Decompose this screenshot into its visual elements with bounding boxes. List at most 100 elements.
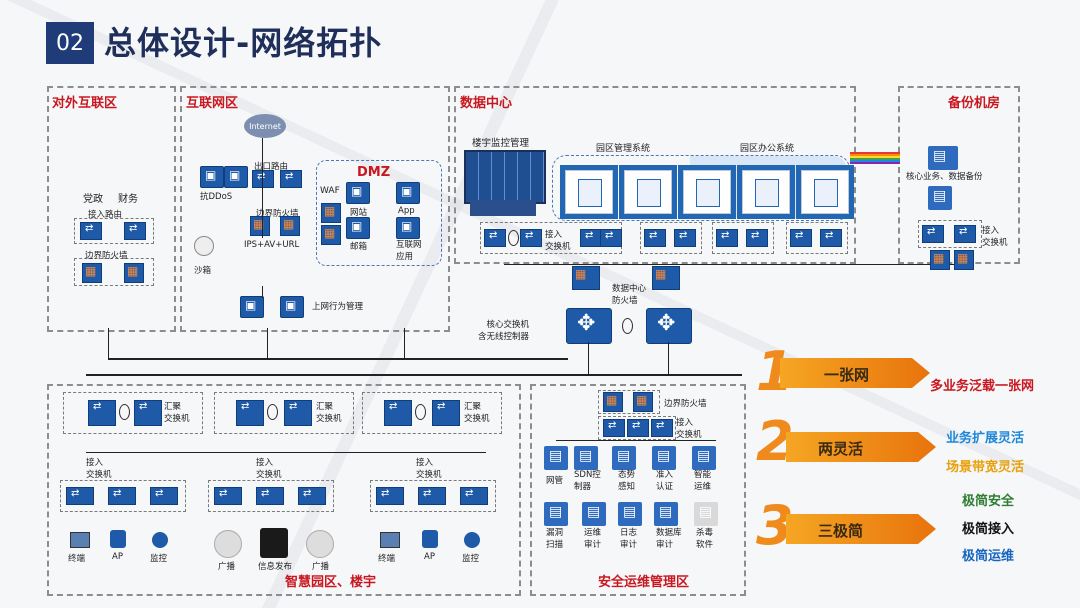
switch-icon (954, 225, 976, 243)
egress-router-label: 出口路由 (254, 162, 289, 172)
db-audit-icon (654, 502, 678, 526)
agg-group-2 (214, 392, 354, 434)
website-label: 网站 (350, 208, 368, 218)
agg-switch-icon (134, 400, 162, 426)
promo-banner-1: 1 一张网 (756, 340, 930, 403)
switch-icon (376, 487, 404, 505)
access-switch-label: 接入 交换机 (256, 458, 282, 480)
tool-label: SDN控 制器 (574, 470, 601, 492)
promo-1-label: 一张网 (824, 366, 870, 384)
firewall-icon (603, 392, 623, 412)
connector (588, 342, 589, 374)
speaker-icon (306, 530, 334, 558)
app-icon (396, 182, 420, 204)
switch-icon (651, 419, 673, 437)
tool-label: 准入 认证 (656, 470, 674, 492)
tool-label: 智能 运维 (694, 470, 712, 492)
zone-external (47, 86, 176, 332)
monitor-label: 监控 (462, 554, 480, 564)
mail-label: 邮箱 (350, 242, 368, 252)
switch-icon (716, 229, 738, 247)
promo-banner-2: 2 两灵活 (756, 410, 936, 473)
dc-access-label: 接入 交换机 (545, 230, 571, 252)
agg-switch-icon (432, 400, 460, 426)
dc-fw-label: 数据中心 防火墙 (612, 284, 647, 306)
terminal-icon (70, 532, 90, 548)
switch-icon (66, 487, 94, 505)
switch-icon (214, 487, 242, 505)
firewall-icon (250, 216, 270, 236)
campus-bus (86, 374, 742, 376)
log-audit-icon (618, 502, 642, 526)
stack-link-icon (267, 404, 278, 420)
zone-internet-label: 互联网区 (186, 96, 239, 111)
tool-label: 运维 审计 (584, 528, 602, 550)
camera-icon (152, 532, 168, 548)
internet-app-icon (396, 217, 420, 239)
park-mgmt-label: 园区管理系统 (596, 144, 651, 154)
ap-icon (110, 530, 126, 548)
agg-switch-icon (236, 400, 264, 426)
server-icon (624, 170, 672, 214)
backup-services-label: 核心业务、数据备份 (906, 172, 983, 182)
tool-label: 态势 感知 (618, 470, 636, 492)
external-router-group (74, 218, 154, 244)
connector (668, 342, 669, 374)
anti-ddos-icon (200, 166, 224, 188)
agg-switch-icon (384, 400, 412, 426)
terminal-label: 终端 (68, 554, 86, 564)
rainbow-link (850, 152, 900, 164)
ap-icon (422, 530, 438, 548)
tool-label: 日志 审计 (620, 528, 638, 550)
stack-link-icon (415, 404, 426, 420)
agg-switch-label: 汇聚 交换机 (316, 402, 342, 424)
server-icon (565, 170, 613, 214)
dc-firewall-icon (572, 266, 600, 290)
firewall-icon (82, 263, 102, 283)
dc-bus (504, 264, 974, 265)
secops-access-label: 接入 交换机 (676, 418, 702, 440)
switch-icon (580, 229, 602, 247)
switch-icon (603, 419, 625, 437)
access-group (60, 480, 186, 512)
access-group (208, 480, 334, 512)
slogan-2b: 场景带宽灵活 (946, 460, 1025, 475)
firewall-icon (124, 263, 144, 283)
dc-access-group (640, 222, 702, 254)
zone-campus (47, 384, 521, 596)
access-switch-label: 接入 交换机 (86, 458, 112, 480)
external-fw-group (74, 258, 154, 286)
switch-icon (108, 487, 136, 505)
switch-icon (298, 487, 326, 505)
dmz-box (316, 160, 442, 266)
connector (404, 328, 405, 358)
ops-audit-icon (582, 502, 606, 526)
agg-group-3 (362, 392, 502, 434)
switch-icon (520, 229, 542, 247)
app-label: App (398, 206, 415, 216)
ap-label: AP (112, 552, 123, 562)
nms-icon (544, 446, 568, 470)
behavior-mgmt-icon (240, 296, 264, 318)
slogan-1: 多业务泛载一张网 (930, 379, 1035, 394)
switch-icon (484, 229, 506, 247)
zone-backup-label: 备份机房 (948, 96, 1001, 111)
tool-label: 数据库 审计 (656, 528, 682, 550)
info-screen-icon (260, 528, 288, 558)
promo-banner-3: 3 三极简 (756, 494, 936, 557)
ap-label: AP (424, 552, 435, 562)
switch-icon (150, 487, 178, 505)
connector (108, 328, 109, 358)
zone-datacenter (454, 86, 856, 264)
monitor-label: 监控 (150, 554, 168, 564)
antivirus-icon (694, 502, 718, 526)
park-office-label: 园区办公系统 (740, 144, 795, 154)
core-switch-label: 核心交换机 含无线控制器 (478, 320, 530, 342)
sdn-controller-icon (574, 446, 598, 470)
switch-icon (256, 487, 284, 505)
zone-datacenter-label: 数据中心 (460, 96, 513, 111)
smart-ops-icon (692, 446, 716, 470)
waf-label: WAF (320, 186, 340, 196)
agg-group-1 (63, 392, 203, 434)
switch-icon (644, 229, 666, 247)
